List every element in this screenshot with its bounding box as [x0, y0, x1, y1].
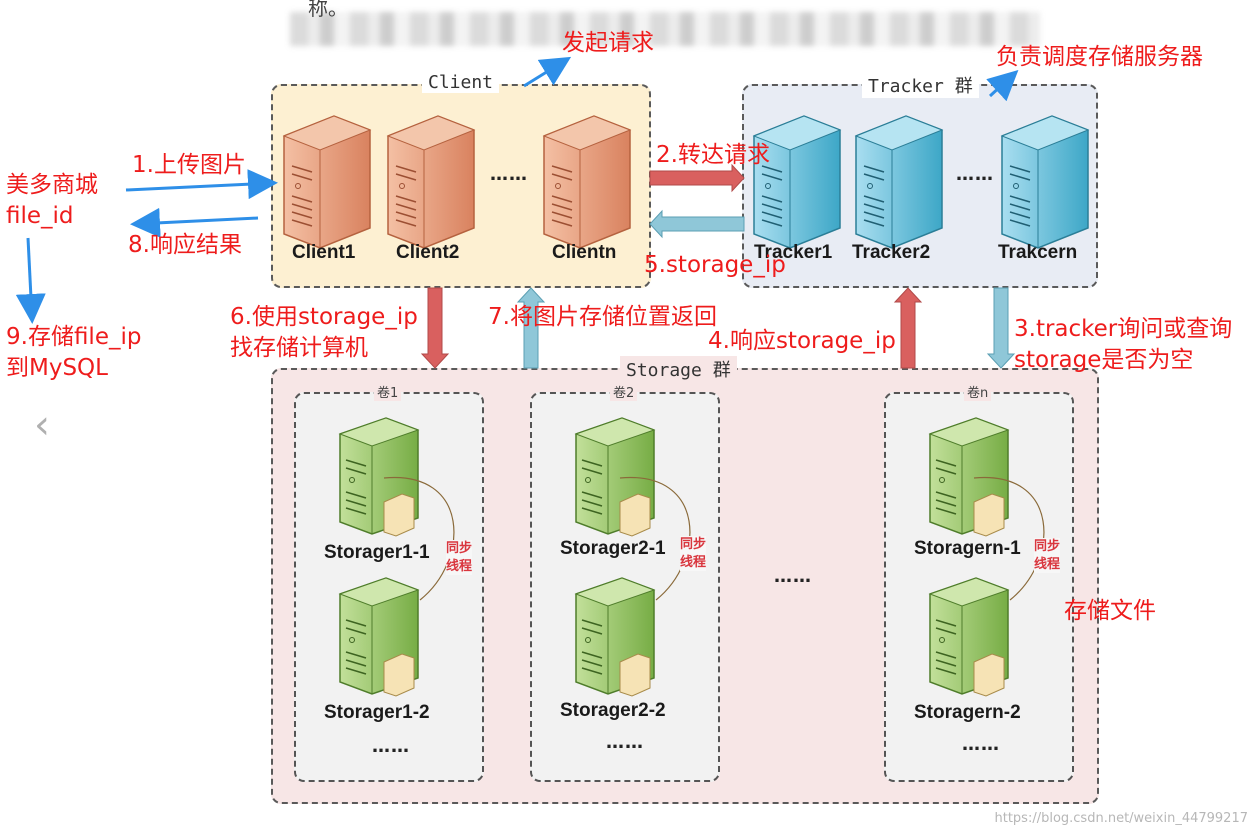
trackern-server-icon — [1001, 115, 1089, 249]
annotation-step2: 2.转达请求 — [656, 142, 770, 168]
top-text-fragment: 称。 — [308, 0, 348, 20]
trackern-label: Trakcern — [998, 242, 1078, 263]
volume-1-ellipsis: …… — [372, 736, 410, 757]
tracker-group-title: Tracker 群 — [862, 72, 979, 98]
volume-1-title: 卷1 — [374, 382, 402, 401]
tracker2-server-icon — [855, 115, 943, 249]
tracker-ellipsis: …… — [956, 164, 994, 185]
annotation-step4: 4.响应storage_ip — [708, 328, 896, 354]
storage1-2-server-icon — [339, 577, 419, 697]
between-volumes-ellipsis: …… — [774, 566, 812, 587]
annotation-step5: 5.storage_ip — [644, 252, 786, 278]
annotation-step9: 9.存储file_ip 到MySQL — [6, 324, 142, 382]
volume-2-title: 卷2 — [610, 382, 638, 401]
client-ellipsis: …… — [490, 164, 528, 185]
volume-2-ellipsis: …… — [606, 732, 644, 753]
storage-group-title: Storage 群 — [620, 356, 737, 382]
client2-label: Client2 — [396, 242, 460, 263]
annotation-initiate-request: 发起请求 — [562, 30, 654, 56]
storage2-2-server-icon — [575, 577, 655, 697]
client2-server-icon — [387, 115, 475, 249]
tracker1-server-icon — [753, 115, 841, 249]
annotation-step1: 1.上传图片 — [132, 152, 246, 178]
sync-thread-label-2: 同步 线程 — [680, 536, 707, 572]
clientn-server-icon — [543, 115, 631, 249]
annotation-mall: 美多商城 file_id — [6, 172, 98, 230]
volume-n-title: 卷n — [964, 382, 992, 401]
annotation-step3: 3.tracker询问或查询 storage是否为空 — [1014, 316, 1233, 374]
clientn-label: Clientn — [552, 242, 617, 263]
client1-server-icon — [283, 115, 371, 249]
watermark: https://blog.csdn.net/weixin_44799217 — [994, 811, 1248, 826]
storage2-1-label: Storager2-1 — [560, 538, 666, 559]
storage1-1-label: Storager1-1 — [324, 542, 430, 563]
annotation-step6: 6.使用storage_ip 找存储计算机 — [230, 304, 418, 362]
tracker1-label: Tracker1 — [754, 242, 833, 263]
storage1-2-label: Storager1-2 — [324, 702, 430, 723]
sync-thread-label-1: 同步 线程 — [446, 540, 473, 576]
client-group-title: Client — [422, 72, 500, 93]
storagen-2-server-icon — [929, 577, 1009, 697]
annotation-step7: 7.将图片存储位置返回 — [488, 304, 717, 330]
storagen-1-server-icon — [929, 417, 1009, 537]
blurred-text-strip — [290, 12, 1040, 46]
storagen-2-label: Storagern-2 — [914, 702, 1021, 723]
sync-thread-label-n: 同步 线程 — [1034, 538, 1061, 574]
storage1-1-server-icon — [339, 417, 419, 537]
client1-label: Client1 — [292, 242, 356, 263]
storage2-1-server-icon — [575, 417, 655, 537]
storage2-2-label: Storager2-2 — [560, 700, 666, 721]
annotation-step8: 8.响应结果 — [128, 232, 242, 258]
tracker2-label: Tracker2 — [852, 242, 931, 263]
storagen-1-label: Storagern-1 — [914, 538, 1021, 559]
chevron-left-icon[interactable]: ‹ — [34, 402, 50, 448]
annotation-tracker-role: 负责调度存储服务器 — [996, 44, 1203, 70]
volume-n-ellipsis: …… — [962, 734, 1000, 755]
annotation-store-files: 存储文件 — [1064, 598, 1156, 624]
